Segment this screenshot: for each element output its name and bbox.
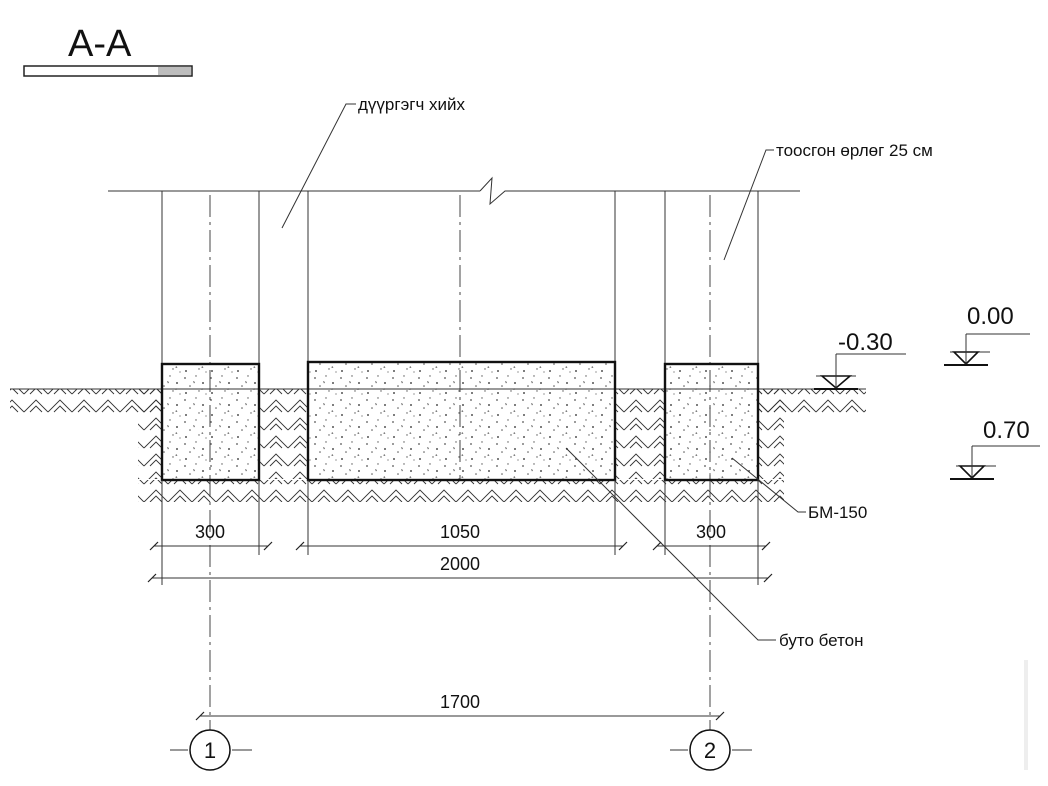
dim-overall: 2000 (440, 554, 480, 574)
elevation-bottom-value: 0.70 (983, 417, 1030, 444)
axis-label-2: 2 (704, 738, 716, 763)
label-rubble-concrete: буто бетон (779, 631, 864, 650)
right-footing (663, 362, 760, 482)
elevation-floor-value: 0.00 (967, 303, 1014, 330)
soil-hatching (10, 389, 866, 502)
axis-marker-2: 2 (670, 729, 752, 771)
label-brick-wall: тоосгон өрлөг 25 см (776, 141, 933, 160)
title-underline-fill (158, 67, 191, 75)
annotation-brick-wall: тоосгон өрлөг 25 см (723, 141, 933, 261)
annotation-rubble-concrete: буто бетон (565, 447, 864, 650)
axis-marker-1: 1 (170, 729, 252, 771)
dimension-row-2: 2000 (147, 554, 773, 583)
section-title: A-A (68, 23, 132, 65)
elevation-ground: -0.30 (814, 329, 906, 390)
elevation-bottom: 0.70 (950, 417, 1040, 480)
left-footing (160, 362, 261, 482)
elevation-ground-value: -0.30 (838, 329, 893, 356)
dim-right-footing: 300 (696, 522, 726, 542)
dim-axis-span: 1700 (440, 692, 480, 712)
scan-artifact (1024, 660, 1028, 770)
dim-center-block: 1050 (440, 522, 480, 542)
dimension-row-1: 300 1050 300 (149, 480, 771, 585)
dim-left-footing: 300 (195, 522, 225, 542)
brick-wall-lines (161, 191, 759, 364)
dimension-row-3: 1700 (195, 692, 725, 721)
center-block (306, 360, 617, 482)
label-fill: дүүргэгч хийх (358, 95, 466, 114)
section-title-block: A-A (23, 23, 193, 77)
elevation-floor: 0.00 (944, 303, 1030, 366)
footings (160, 360, 760, 482)
annotation-grade: БМ-150 (731, 457, 867, 522)
axis-label-1: 1 (204, 738, 216, 763)
label-grade: БМ-150 (808, 503, 867, 522)
annotation-fill: дүүргэгч хийх (281, 95, 466, 229)
top-cut-line (108, 176, 800, 206)
title-underline-bar (23, 65, 193, 77)
